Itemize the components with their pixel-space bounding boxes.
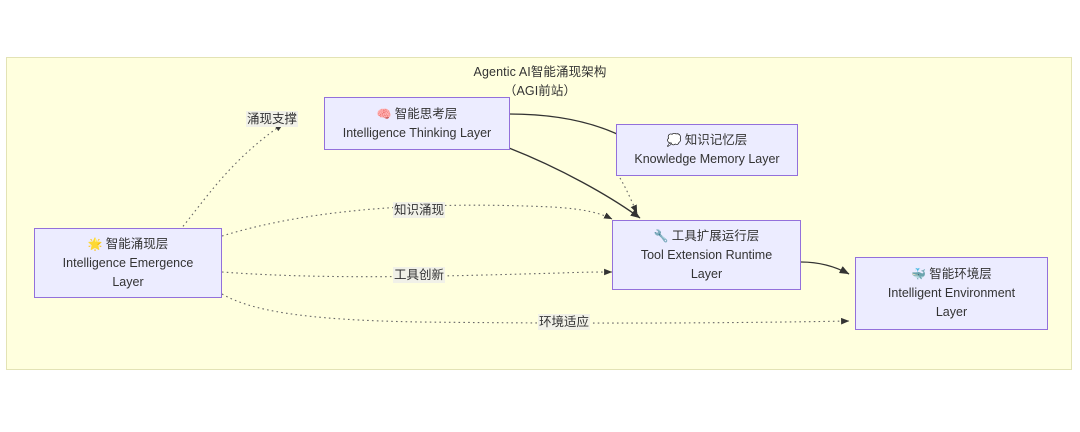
edge-label-tool-innovation: 工具创新 <box>392 267 446 283</box>
diagram-title-sub: （AGI前站） <box>503 84 577 98</box>
node-intelligent-environment-layer[interactable]: 🐳智能环境层 Intelligent Environment Layer <box>855 257 1048 330</box>
node-title-en: Knowledge Memory Layer <box>634 152 780 166</box>
node-title-cn: 💭知识记忆层 <box>666 133 748 147</box>
node-tool-extension-runtime-layer[interactable]: 🔧工具扩展运行层 Tool Extension Runtime Layer <box>612 220 801 290</box>
node-intelligence-emergence-layer[interactable]: 🌟智能涌现层 Intelligence Emergence Layer <box>34 228 222 298</box>
node-title-en: Intelligence Thinking Layer <box>342 125 492 140</box>
node-title-cn: 🐳智能环境层 <box>911 267 992 281</box>
whale-icon: 🐳 <box>911 267 927 281</box>
node-title-en: Intelligent Environment Layer <box>887 286 1016 319</box>
node-knowledge-memory-layer[interactable]: 💭知识记忆层 Knowledge Memory Layer <box>616 124 798 176</box>
node-title-en: Intelligence Emergence Layer <box>62 255 194 289</box>
node-title-cn: 🔧工具扩展运行层 <box>653 228 760 243</box>
wrench-icon: 🔧 <box>653 228 669 243</box>
node-title-cn: 🌟智能涌现层 <box>87 236 169 251</box>
edge-label-emergence-support: 涌现支撑 <box>245 111 299 127</box>
edge-label-knowledge-emergence: 知识涌现 <box>392 202 446 218</box>
star-icon: 🌟 <box>87 236 103 251</box>
node-intelligence-thinking-layer[interactable]: 🧠智能思考层 Intelligence Thinking Layer <box>324 97 510 150</box>
edge-label-environment-adaptation: 环境适应 <box>537 314 591 330</box>
node-title-en: Tool Extension Runtime Layer <box>640 247 773 281</box>
brain-icon: 🧠 <box>376 106 392 121</box>
diagram-title-main: Agentic AI智能涌现架构 <box>473 65 607 79</box>
node-title-cn: 🧠智能思考层 <box>376 106 458 121</box>
thought-bubble-icon: 💭 <box>666 133 682 147</box>
